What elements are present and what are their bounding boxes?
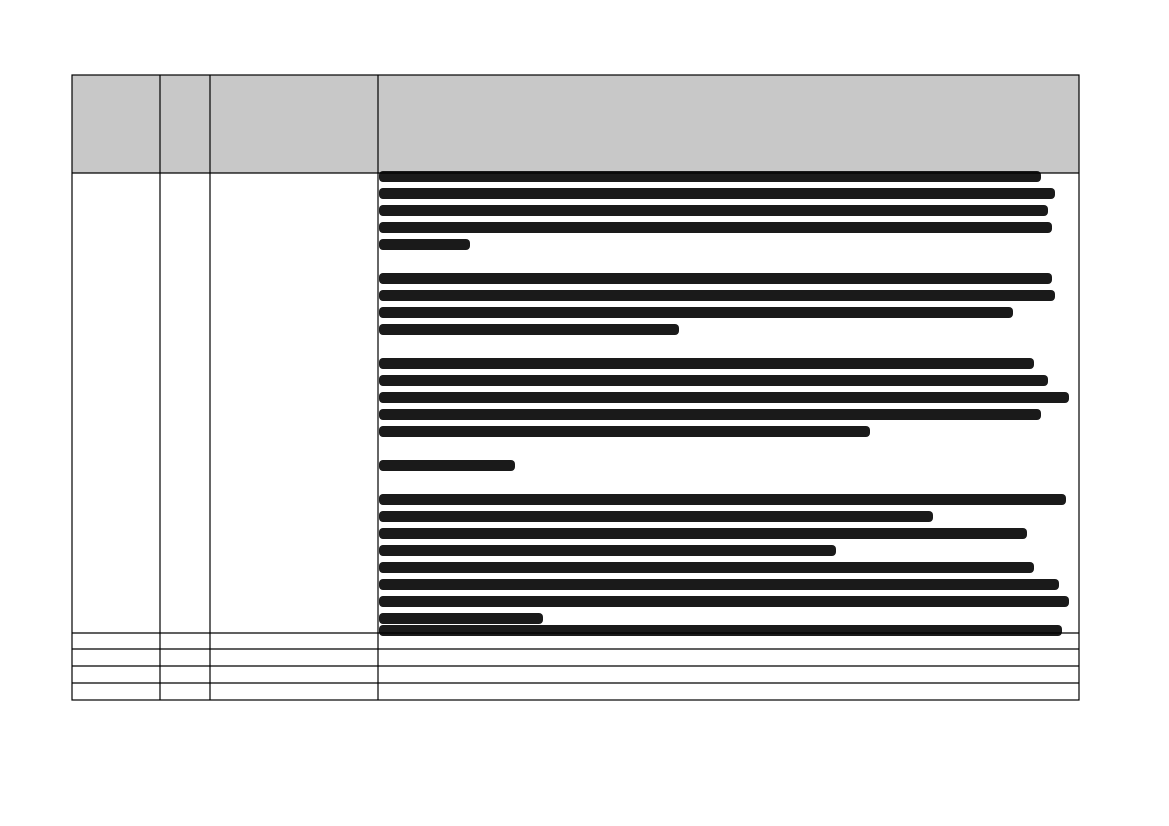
redaction-bar [379, 545, 836, 556]
table-grid [71, 74, 1080, 701]
redaction-bar [379, 579, 1059, 590]
redaction-bar [379, 290, 1055, 301]
redaction-bar [379, 460, 515, 471]
redaction-bar [379, 596, 1069, 607]
redaction-bar [379, 409, 1041, 420]
redaction-bar [379, 494, 1066, 505]
redaction-bar [379, 426, 870, 437]
redaction-bar [379, 358, 1034, 369]
redacted-text-block [379, 171, 1069, 636]
redaction-bar [379, 324, 679, 335]
redaction-bar [379, 205, 1048, 216]
redaction-bar [379, 239, 470, 250]
redaction-bar [379, 171, 1041, 182]
redaction-bar [379, 307, 1013, 318]
redaction-bar [379, 392, 1069, 403]
redaction-bar [379, 273, 1052, 284]
redaction-bar [379, 222, 1052, 233]
redaction-bar [379, 562, 1034, 573]
redaction-bar [379, 375, 1048, 386]
table-header-row [72, 75, 1079, 173]
table-border [71, 74, 1080, 701]
redaction-bar [379, 188, 1055, 199]
redaction-bar [379, 613, 543, 624]
redaction-bar [379, 511, 933, 522]
redaction-bar [379, 625, 1062, 636]
redaction-bar [379, 528, 1027, 539]
